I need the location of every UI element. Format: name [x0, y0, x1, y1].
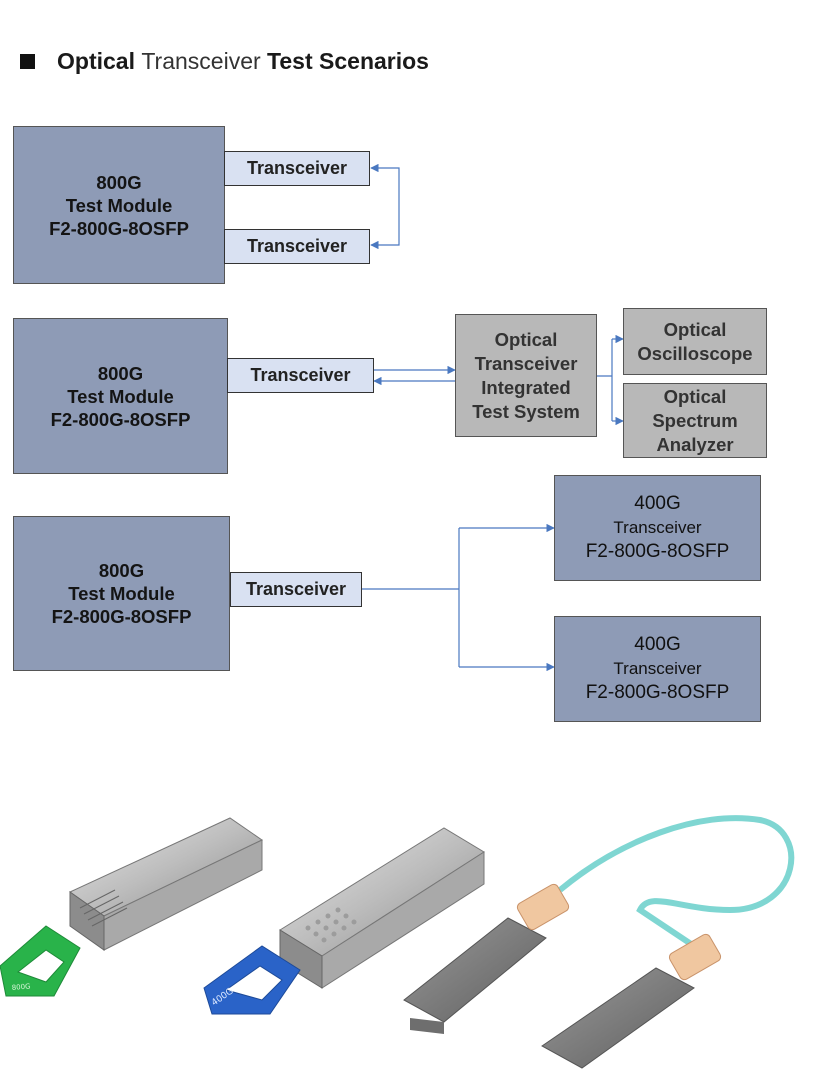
green-pull-tab: [0, 925, 81, 997]
test-system-line: Optical: [494, 328, 558, 350]
module-model: F2-800G-8OSFP: [49, 217, 189, 239]
section-heading: Optical Transceiver Test Scenarios: [20, 46, 429, 76]
analyzer-line: Spectrum: [652, 409, 738, 431]
transceiver-label: Transceiver: [250, 365, 351, 385]
page-title: Optical Transceiver Test Scenarios: [57, 48, 429, 75]
module-label: Test Module: [68, 583, 175, 604]
title-word-test-scenarios: Test Scenarios: [260, 47, 429, 74]
target-speed: 400G: [634, 634, 681, 655]
transceiver-label: Transceiver: [245, 579, 347, 599]
heatsink-fins-icon: [79, 889, 128, 927]
qsfp-dd-module-image: 400G: [203, 827, 485, 1015]
optical-spectrum-analyzer: Optical Spectrum Analyzer: [623, 383, 767, 458]
bullet-square-icon: [20, 53, 35, 69]
module-speed: 800G: [97, 362, 144, 384]
oscilloscope-line: Oscilloscope: [637, 342, 753, 364]
module-label: Test Module: [67, 385, 174, 407]
title-word-transceiver: Transceiver: [141, 47, 261, 74]
transceiver-1b: Transceiver: [224, 229, 370, 264]
oscilloscope-line: Optical: [663, 318, 727, 340]
test-module-2: 800G Test Module F2-800G-8OSFP: [13, 318, 228, 474]
transceiver-3: Transceiver: [230, 572, 362, 607]
aoc-pull-tab-2: [668, 933, 722, 981]
optical-oscilloscope: Optical Oscilloscope: [623, 308, 767, 375]
module-model: F2-800G-8OSFP: [50, 408, 191, 430]
module-model: F2-800G-8OSFP: [51, 606, 192, 627]
transceiver-1a: Transceiver: [224, 151, 370, 186]
transceiver-label: Transceiver: [246, 236, 348, 256]
analyzer-line: Analyzer: [656, 433, 734, 455]
test-module-1: 800G Test Module F2-800G-8OSFP: [13, 126, 225, 284]
title-word-optical: Optical: [57, 47, 142, 74]
test-module-3: 800G Test Module F2-800G-8OSFP: [13, 516, 230, 671]
product-illustrations: 800G 400G: [0, 815, 795, 1069]
module-label: Test Module: [65, 194, 173, 216]
fiber-cable: [558, 815, 795, 953]
module-speed: 800G: [96, 171, 142, 193]
module-speed: 800G: [98, 560, 145, 581]
split-line: [597, 339, 613, 421]
osfp-module-image: 800G: [0, 817, 263, 997]
test-system-line: Transceiver: [474, 352, 578, 374]
target-label: Transceiver: [613, 518, 702, 537]
analyzer-line: Optical: [663, 385, 727, 407]
osfp-tab-label: 800G: [11, 982, 30, 992]
active-optical-cable-image: [403, 815, 795, 1069]
loopback-arrow: [370, 163, 400, 250]
integrated-test-system: Optical Transceiver Integrated Test Syst…: [455, 314, 597, 437]
target-transceiver-top: 400G Transceiver F2-800G-8OSFP: [554, 475, 761, 581]
aoc-pull-tab-1: [516, 883, 570, 931]
test-system-line: Test System: [472, 400, 580, 422]
heatsink-pins-icon: [305, 907, 357, 943]
blue-pull-tab: [203, 945, 301, 1015]
target-transceiver-bottom: 400G Transceiver F2-800G-8OSFP: [554, 616, 761, 722]
target-model: F2-800G-8OSFP: [585, 682, 730, 703]
test-system-line: Integrated: [481, 376, 571, 398]
transceiver-2: Transceiver: [227, 358, 374, 393]
target-model: F2-800G-8OSFP: [585, 541, 730, 562]
breakout-line: [362, 528, 460, 667]
target-label: Transceiver: [613, 659, 702, 678]
transceiver-label: Transceiver: [246, 158, 348, 178]
target-speed: 400G: [634, 493, 681, 514]
